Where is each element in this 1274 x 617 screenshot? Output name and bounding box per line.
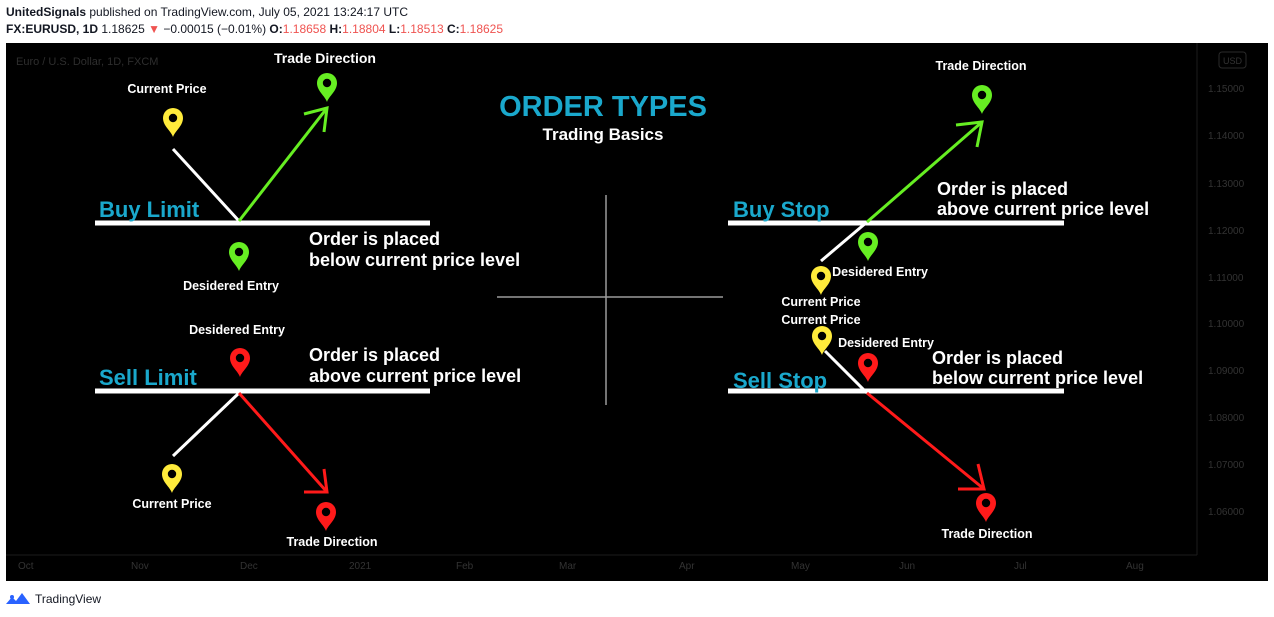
time-tick: Oct (18, 561, 34, 572)
time-tick: Feb (456, 561, 474, 572)
time-tick: Jun (899, 561, 915, 572)
entry-label: Desidered Entry (183, 279, 279, 293)
high-label: H: (329, 22, 343, 36)
note-line-2: above current price level (937, 199, 1149, 219)
currency-label: USD (1223, 56, 1243, 66)
time-tick: 2021 (349, 561, 372, 572)
entry-label: Desidered Entry (832, 265, 928, 279)
sell-limit-label: Sell Limit (99, 365, 197, 390)
currency-badge[interactable]: USD (1218, 51, 1247, 69)
trade-direction-label: Trade Direction (274, 50, 376, 66)
price-tick: 1.14000 (1208, 131, 1245, 142)
sell-stop-label: Sell Stop (733, 368, 827, 393)
time-tick: May (791, 561, 810, 572)
map-pin-icon (229, 242, 249, 271)
time-tick: Aug (1126, 561, 1144, 572)
map-pin-icon (162, 464, 182, 493)
tradingview-brand[interactable]: TradingView (35, 592, 102, 606)
low-value: 1.18513 (400, 22, 444, 36)
map-pin-icon (316, 502, 336, 531)
quadrant-divider (497, 195, 723, 405)
time-tick: Jul (1014, 561, 1027, 572)
entry-label: Desidered Entry (189, 323, 285, 337)
high-value: 1.18804 (342, 22, 386, 36)
buy-stop-label: Buy Stop (733, 197, 830, 222)
last-price: 1.18625 (101, 22, 145, 36)
map-pin-icon (812, 326, 832, 355)
current-price-label: Current Price (127, 82, 206, 96)
price-tick: 1.13000 (1208, 179, 1245, 190)
entry-label: Desidered Entry (838, 336, 934, 350)
current-price-label: Current Price (132, 497, 211, 511)
time-tick: Mar (559, 561, 577, 572)
note-line-1: Order is placed (309, 229, 440, 249)
down-arrow-icon: ▼ (148, 22, 160, 36)
sell-stop-diagram[interactable]: Sell Stop Current Price Desidered Entry … (728, 313, 1143, 541)
map-pin-icon (230, 348, 250, 377)
note-line-1: Order is placed (932, 348, 1063, 368)
price-tick: 1.15000 (1208, 84, 1245, 95)
author-name[interactable]: UnitedSignals (6, 5, 87, 19)
map-pin-icon (317, 73, 337, 102)
buy-stop-diagram[interactable]: Buy Stop Trade Direction Desidered Entry… (728, 59, 1149, 309)
trade-direction-label: Trade Direction (287, 535, 378, 549)
chart-header: UnitedSignals published on TradingView.c… (6, 4, 503, 38)
symbol-title: Euro / U.S. Dollar, 1D, FXCM (16, 56, 158, 68)
current-price-label: Current Price (781, 295, 860, 309)
price-tick: 1.10000 (1208, 319, 1245, 330)
note-line-2: below current price level (309, 250, 520, 270)
arrow-head-icon (958, 463, 986, 491)
map-pin-icon (811, 266, 831, 295)
map-pin-icon (972, 85, 992, 114)
map-pin-icon (163, 108, 183, 137)
tradingview-logo-icon[interactable] (6, 592, 30, 606)
time-scale[interactable]: Oct Nov Dec 2021 Feb Mar Apr May Jun Jul… (6, 554, 1197, 572)
buy-limit-label: Buy Limit (99, 197, 200, 222)
published-text: published on TradingView.com, July 05, 2… (86, 5, 408, 19)
arrow-head-icon (304, 468, 329, 494)
close-label: C: (446, 22, 460, 36)
quote-line: FX:EURUSD, 1D 1.18625 ▼ −0.00015 (−0.01%… (6, 21, 503, 38)
price-tick: 1.07000 (1208, 460, 1245, 471)
map-pin-icon (858, 353, 878, 382)
price-tick: 1.09000 (1208, 366, 1245, 377)
note-line-2: above current price level (309, 366, 521, 386)
price-tick: 1.06000 (1208, 507, 1245, 518)
symbol-label: FX:EURUSD, 1D (6, 22, 99, 36)
map-pin-icon (976, 493, 996, 522)
price-tick: 1.12000 (1208, 226, 1245, 237)
sell-limit-diagram[interactable]: Sell Limit Desidered Entry Current Price… (95, 323, 521, 549)
time-tick: Nov (131, 561, 149, 572)
trade-direction-label: Trade Direction (936, 59, 1027, 73)
note-line-2: below current price level (932, 368, 1143, 388)
open-value: 1.18658 (282, 22, 327, 36)
footer: TradingView (6, 589, 101, 609)
price-tick: 1.11000 (1208, 273, 1244, 284)
note-line-1: Order is placed (937, 179, 1068, 199)
current-price-label: Current Price (781, 313, 860, 327)
close-value: 1.18625 (459, 22, 504, 36)
buy-limit-diagram[interactable]: Buy Limit Current Price Trade Direction … (95, 50, 520, 293)
diagram-subtitle: Trading Basics (543, 125, 664, 144)
diagram-title: ORDER TYPES (499, 91, 707, 123)
price-tick: 1.08000 (1208, 413, 1245, 424)
arrow-head-icon (303, 105, 329, 133)
time-tick: Apr (679, 561, 695, 572)
trade-direction-label: Trade Direction (942, 527, 1033, 541)
open-label: O: (269, 22, 283, 36)
publish-line: UnitedSignals published on TradingView.c… (6, 4, 503, 21)
note-line-1: Order is placed (309, 345, 440, 365)
chart-canvas[interactable]: 1.15000 1.14000 1.13000 1.12000 1.11000 … (6, 43, 1268, 581)
time-tick: Dec (240, 561, 258, 572)
price-change: −0.00015 (−0.01%) (163, 22, 267, 36)
price-scale[interactable]: 1.15000 1.14000 1.13000 1.12000 1.11000 … (1196, 43, 1245, 555)
low-label: L: (388, 22, 401, 36)
arrow-head-icon (955, 120, 984, 148)
map-pin-icon (858, 232, 878, 261)
